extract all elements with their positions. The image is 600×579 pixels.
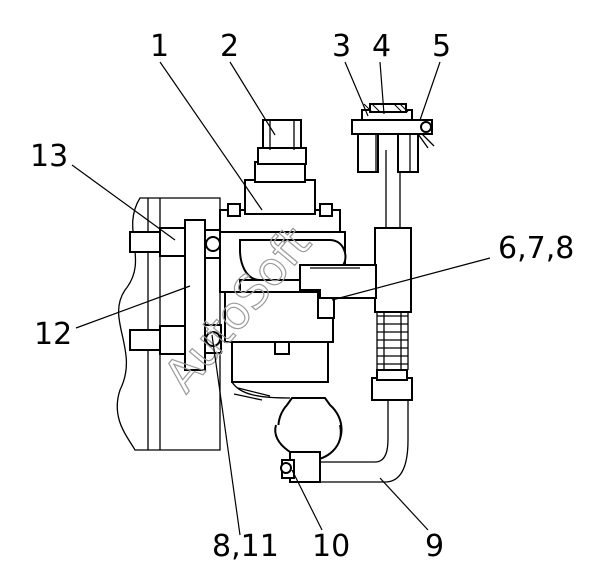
callout-13: 13 — [30, 139, 68, 174]
callout-2: 2 — [220, 29, 239, 64]
callout-5: 5 — [432, 29, 451, 64]
callout-6-7-8: 6,7,8 — [498, 231, 574, 266]
fitting — [280, 451, 321, 483]
callout-labels: 1 2 3 4 5 6,7,8 13 12 8,11 10 9 — [30, 29, 574, 564]
callout-10: 10 — [312, 529, 350, 564]
valve-cap — [257, 119, 307, 165]
callout-8-11: 8,11 — [212, 529, 279, 564]
pipe — [320, 400, 409, 483]
leader-lines — [71, 61, 491, 536]
clevis-assembly — [351, 103, 435, 173]
tension-rod — [371, 150, 413, 401]
callout-9: 9 — [425, 529, 444, 564]
valve-body — [219, 161, 347, 383]
rubber-boot — [231, 381, 343, 462]
callout-12: 12 — [34, 317, 72, 352]
callout-4: 4 — [372, 29, 391, 64]
callout-1: 1 — [150, 29, 169, 64]
callout-3: 3 — [332, 29, 351, 64]
linkage-arm — [299, 264, 377, 299]
